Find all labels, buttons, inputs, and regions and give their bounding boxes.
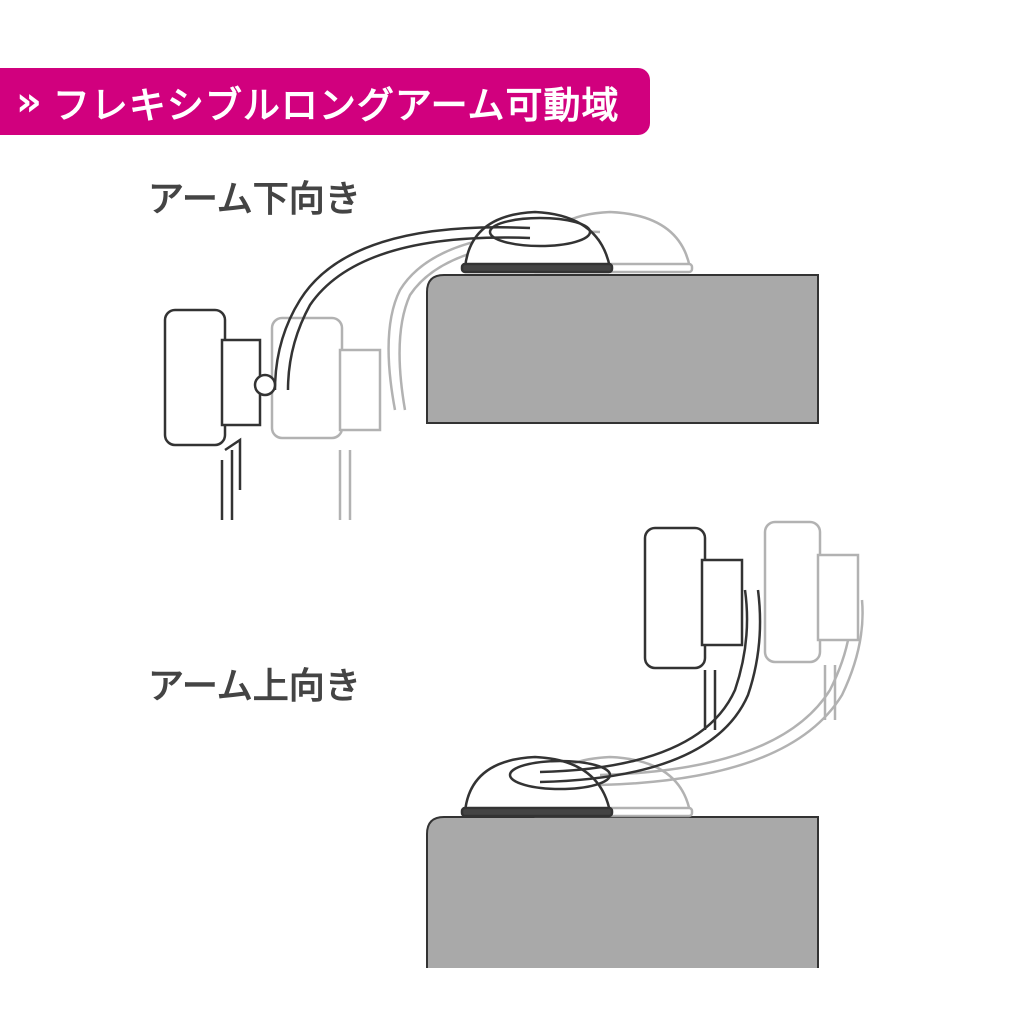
mount-main-up xyxy=(460,526,762,818)
label-arm-up: アーム上向き xyxy=(148,666,361,707)
section-banner: » フレキシブルロングアーム可動域 xyxy=(0,68,650,135)
label-arm-down: アーム下向き xyxy=(148,179,361,220)
table-top xyxy=(426,274,819,424)
double-chevron-right-icon: » xyxy=(16,78,43,125)
mount-main-down xyxy=(163,210,614,520)
table-bottom xyxy=(426,816,819,968)
banner-title: フレキシブルロングアーム可動域 xyxy=(52,83,620,127)
